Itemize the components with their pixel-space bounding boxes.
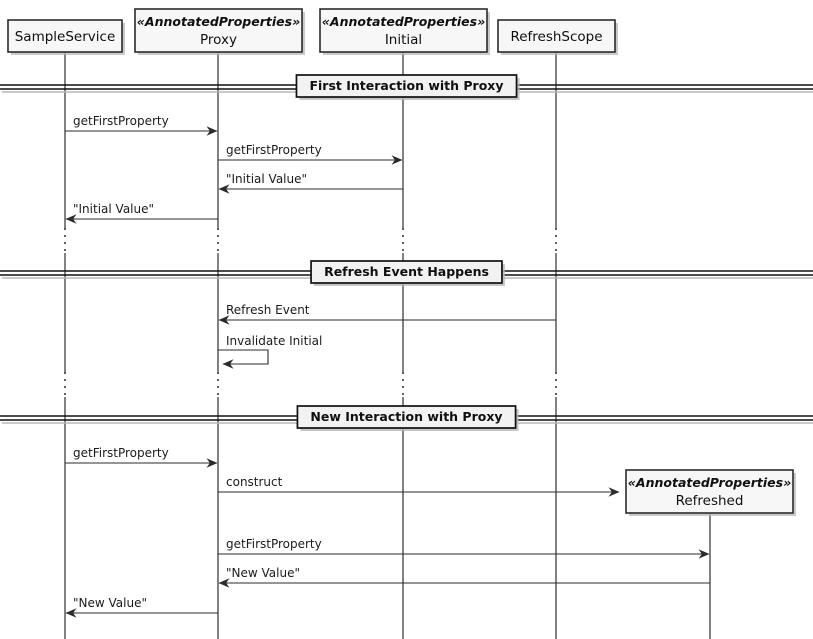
message-label: getFirstProperty bbox=[73, 114, 169, 128]
participant-box-proxy[interactable]: «AnnotatedProperties» Proxy bbox=[134, 8, 305, 55]
participant-name: Refreshed bbox=[676, 493, 744, 509]
message-label: getFirstProperty bbox=[73, 446, 169, 460]
divider-first-interaction: First Interaction with Proxy bbox=[0, 74, 813, 100]
message-msg-3[interactable]: "Initial Value" bbox=[218, 172, 403, 194]
divider-label: Refresh Event Happens bbox=[324, 264, 489, 279]
message-msg-8[interactable]: construct bbox=[218, 475, 620, 497]
message-label: "Initial Value" bbox=[73, 202, 154, 216]
participant-stereotype: «AnnotatedProperties» bbox=[137, 14, 300, 29]
message-label: "Initial Value" bbox=[226, 172, 307, 186]
message-label: getFirstProperty bbox=[226, 143, 322, 157]
message-msg-9[interactable]: getFirstProperty bbox=[218, 537, 710, 559]
divider-label: New Interaction with Proxy bbox=[310, 409, 502, 424]
participant-box-sampleservice[interactable]: SampleService bbox=[7, 19, 125, 55]
participant-boxes-layer: SampleService«AnnotatedProperties»Proxy«… bbox=[7, 8, 796, 516]
message-msg-6[interactable]: Invalidate Initial bbox=[218, 334, 322, 369]
participant-name: SampleService bbox=[15, 29, 116, 45]
message-msg-10[interactable]: "New Value" bbox=[218, 566, 710, 588]
participant-stereotype: «AnnotatedProperties» bbox=[322, 14, 485, 29]
divider-label: First Interaction with Proxy bbox=[309, 78, 503, 93]
message-msg-11[interactable]: "New Value" bbox=[65, 596, 218, 618]
message-label: construct bbox=[226, 475, 283, 489]
participant-box-refreshed[interactable]: «AnnotatedProperties» Refreshed bbox=[625, 469, 796, 516]
participant-stereotype: «AnnotatedProperties» bbox=[628, 475, 791, 490]
participant-name: Proxy bbox=[200, 32, 237, 48]
divider-refresh-event: Refresh Event Happens bbox=[0, 260, 813, 286]
message-label: getFirstProperty bbox=[226, 537, 322, 551]
participant-box-initial[interactable]: «AnnotatedProperties» Initial bbox=[319, 8, 490, 55]
message-msg-4[interactable]: "Initial Value" bbox=[65, 202, 218, 224]
message-msg-1[interactable]: getFirstProperty bbox=[65, 114, 218, 136]
message-msg-2[interactable]: getFirstProperty bbox=[218, 143, 403, 165]
message-label: Refresh Event bbox=[226, 303, 310, 317]
participant-name: Initial bbox=[385, 32, 422, 48]
message-msg-7[interactable]: getFirstProperty bbox=[65, 446, 218, 468]
divider-new-interaction: New Interaction with Proxy bbox=[0, 405, 813, 431]
participant-name: RefreshScope bbox=[510, 29, 602, 45]
message-label: "New Value" bbox=[73, 596, 147, 610]
messages-layer: getFirstProperty getFirstProperty "Initial… bbox=[65, 114, 710, 618]
message-label: Invalidate Initial bbox=[226, 334, 322, 348]
message-label: "New Value" bbox=[226, 566, 300, 580]
lifelines-layer bbox=[64, 52, 711, 639]
participant-box-refreshscope[interactable]: RefreshScope bbox=[497, 19, 618, 55]
self-message-arrow bbox=[218, 349, 269, 369]
message-msg-5[interactable]: Refresh Event bbox=[218, 303, 556, 325]
